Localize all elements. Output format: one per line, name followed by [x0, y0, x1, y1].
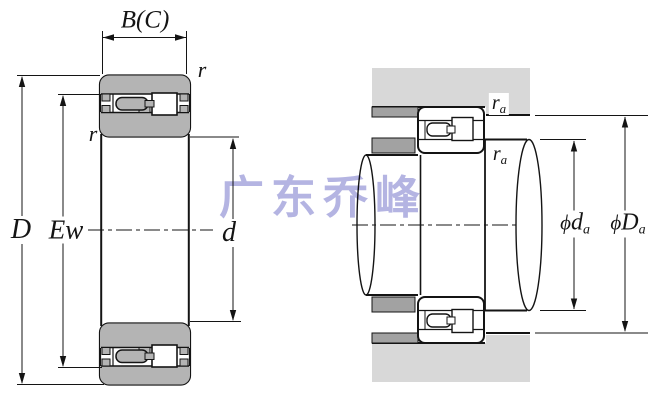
- shaft-abutment-symbol: d: [570, 209, 583, 236]
- fillet-radius-symbol: r: [491, 92, 500, 114]
- raceway-diameter-label: Ew: [45, 216, 87, 244]
- right-dimension-arrows: [570, 116, 629, 332]
- left-bearing-bottom-section: [100, 323, 190, 385]
- right-bearing-top-section: [417, 106, 485, 154]
- phi-symbol: ϕ: [560, 210, 571, 235]
- chamfer-label-top-right: r: [197, 57, 207, 82]
- housing-abutment-diameter-label: ϕDa: [607, 209, 649, 238]
- width-dimension-label: B(C): [120, 6, 170, 34]
- right-bearing-bottom-section: [417, 296, 485, 344]
- shaft-break-right: [515, 138, 543, 312]
- chamfer-label-left: r: [88, 121, 98, 146]
- fillet-radius-label-top: ra: [488, 92, 510, 116]
- fillet-radius-label-bottom: ra: [489, 143, 511, 167]
- housing-abutment-subscript: a: [638, 222, 646, 238]
- housing: [372, 68, 530, 382]
- shaft-abutment-diameter-label: ϕda: [557, 209, 593, 238]
- bore-diameter-label: d: [219, 219, 239, 247]
- outer-diameter-label: D: [7, 216, 35, 244]
- phi-symbol: ϕ: [610, 210, 622, 235]
- left-bearing-top-section: [98, 74, 192, 138]
- housing-abutment-symbol: D: [621, 209, 639, 236]
- shaft-abutment-subscript: a: [582, 222, 590, 238]
- fillet-radius-symbol: r: [492, 143, 501, 165]
- fillet-radius-subscript: a: [500, 152, 508, 167]
- left-dimension-arrows: [18, 34, 237, 384]
- fillet-radius-subscript: a: [499, 101, 507, 116]
- abutment-shoulders: [371, 106, 419, 344]
- left-bearing-cross-section: [88, 74, 213, 385]
- watermark-text: 广东乔峰: [219, 171, 428, 224]
- right-mounted-arrangement: [352, 68, 648, 382]
